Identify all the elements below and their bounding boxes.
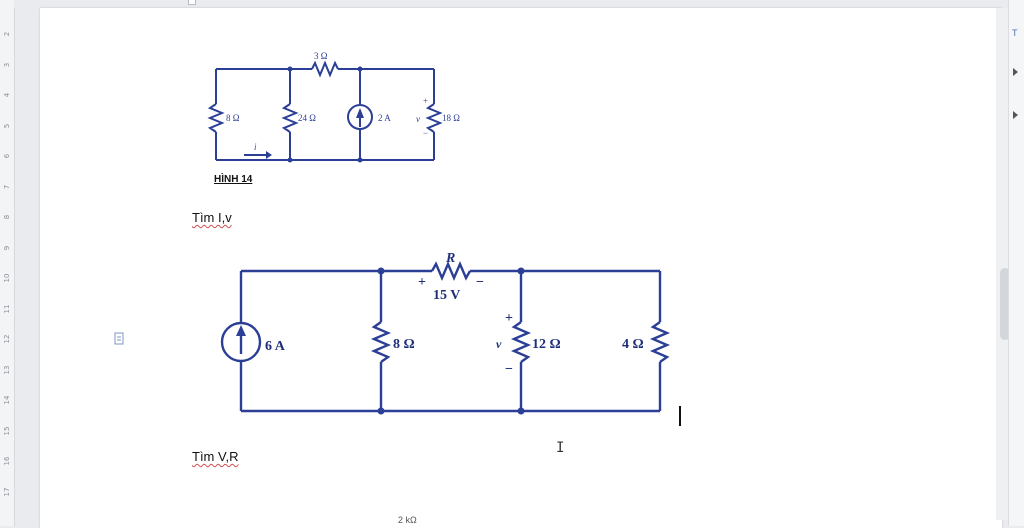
scrollbar-thumb[interactable] <box>1000 268 1010 340</box>
question-2-text[interactable]: Tìm V,R <box>192 449 238 464</box>
left-ruler <box>0 0 15 526</box>
question-2-label: Tìm V,R <box>192 449 239 464</box>
cutoff-figure-text: 2 kΩ <box>398 515 417 525</box>
fig1-label-8ohm: 8 Ω <box>226 113 240 123</box>
fig2-v-plus: + <box>505 311 513 326</box>
fig1-label-3ohm: 3 Ω <box>314 51 328 61</box>
fig2-v-label: v <box>496 337 502 351</box>
panel-arrow-icon-1[interactable] <box>1013 68 1018 76</box>
right-side-panel <box>1008 0 1024 526</box>
fig2-label-12ohm: 12 Ω <box>532 337 561 352</box>
panel-letter: T <box>1012 28 1018 38</box>
fig1-v-label: v <box>416 114 420 124</box>
fig1-label-24ohm: 24 Ω <box>298 113 316 123</box>
fig2-label-15V: 15 V <box>433 288 460 303</box>
fig1-v-plus: + <box>423 96 428 106</box>
panel-arrow-icon-2[interactable] <box>1013 111 1018 119</box>
vertical-scrollbar[interactable] <box>996 8 1008 520</box>
paragraph-options-icon[interactable] <box>114 332 125 345</box>
fig2-label-6A: 6 A <box>265 339 286 354</box>
fig2-15v-plus: + <box>418 275 426 290</box>
ruler-marker[interactable] <box>188 0 196 5</box>
mouse-ibeam-icon: I <box>556 440 565 456</box>
fig1-current-label: i <box>254 142 257 152</box>
fig2-15v-minus: − <box>476 275 484 290</box>
question-1-label: Tìm I,v <box>192 210 232 225</box>
fig2-label-4ohm: 4 Ω <box>622 337 644 352</box>
figure-1-caption: HÌNH 14 <box>214 174 253 185</box>
text-cursor <box>679 406 681 426</box>
top-ruler <box>14 0 1004 8</box>
fig2-label-R: R <box>445 251 455 266</box>
fig2-v-minus: − <box>505 362 513 377</box>
fig1-v-minus: − <box>423 128 428 138</box>
question-1-text[interactable]: Tìm I,v <box>192 210 232 225</box>
fig2-label-8ohm: 8 Ω <box>393 337 415 352</box>
fig1-label-2A: 2 A <box>378 113 391 123</box>
fig1-label-18ohm: 18 Ω <box>442 113 460 123</box>
